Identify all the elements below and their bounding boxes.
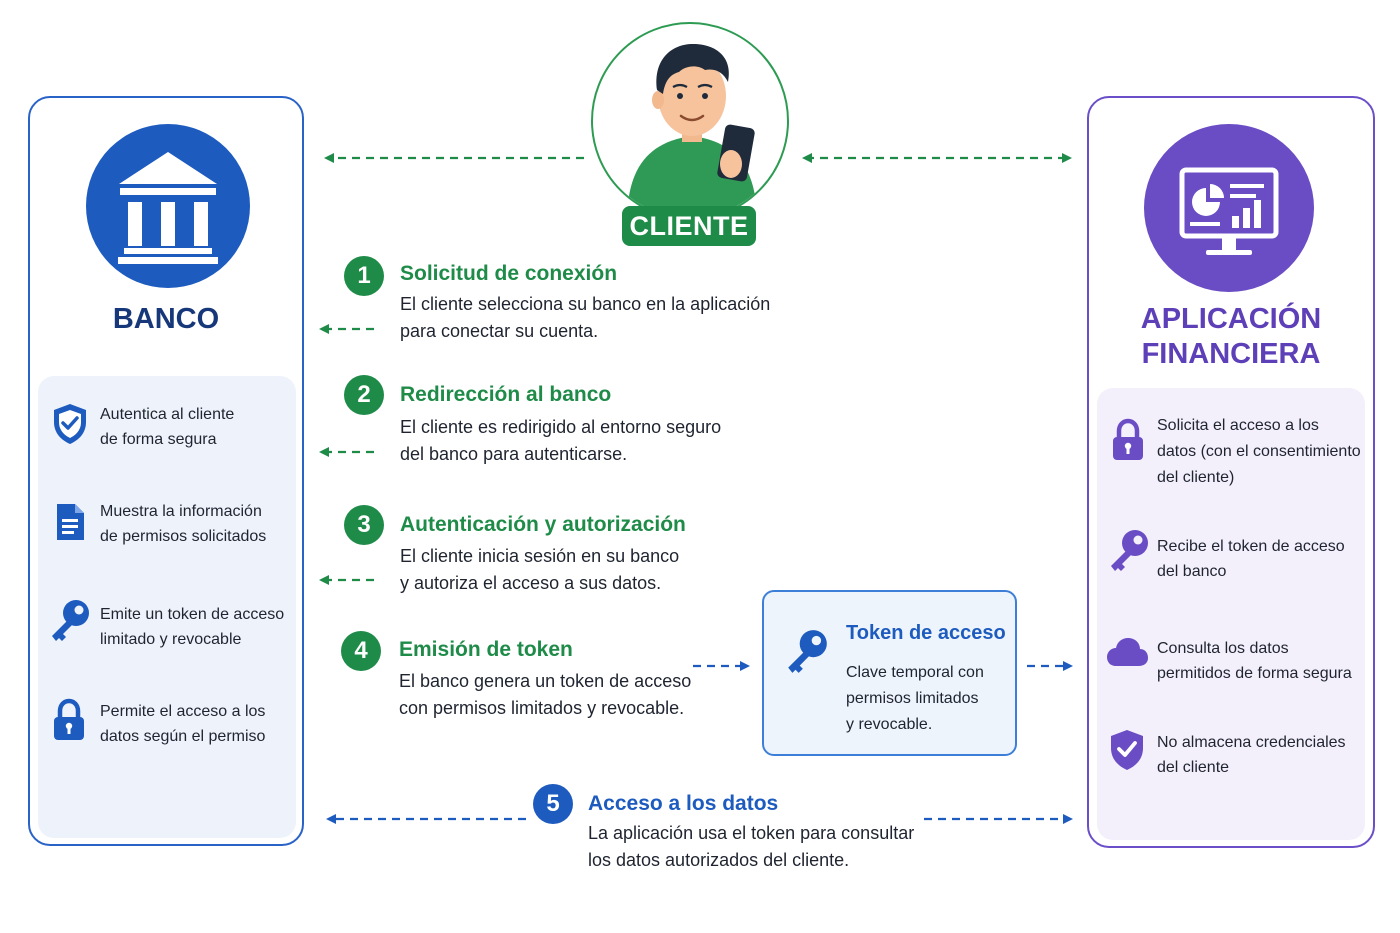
app-feature-1: Solicita el acceso a los datos (con el c… — [1157, 417, 1361, 486]
step-3-title: Autenticación y autorización — [400, 513, 686, 536]
step-1-description: El cliente selecciona su banco en la apl… — [400, 294, 771, 341]
step-4-title: Emisión de token — [399, 638, 573, 661]
bank-panel: BANCO Autentica al cliente de forma segu… — [28, 96, 304, 846]
step-1-number: 1 — [344, 256, 384, 296]
step-2-title: Redirección al banco — [400, 383, 612, 406]
bank-feature-3: Emite un token de acceso limitado y revo… — [100, 606, 285, 648]
key-icon — [48, 598, 92, 649]
key-icon — [784, 628, 830, 681]
cloud-icon — [1105, 636, 1149, 673]
lock-icon — [1111, 418, 1145, 467]
bank-features: Autentica al cliente de forma segura Mue… — [38, 376, 296, 838]
app-title: APLICACIÓN FINANCIERA — [1140, 303, 1322, 370]
shield-check-icon — [52, 402, 88, 451]
shield-check-icon — [1109, 728, 1145, 777]
step-2-description: El cliente es redirigido al entorno segu… — [400, 417, 722, 464]
bank-title: BANCO — [112, 303, 220, 335]
token-description: Clave temporal con permisos limitados y … — [846, 664, 984, 733]
key-icon — [1107, 528, 1151, 579]
app-feature-2: Recibe el token de acceso del banco — [1157, 538, 1345, 580]
bank-building-icon — [86, 124, 250, 288]
app-feature-3: Consulta los datos permitidos de forma s… — [1157, 640, 1352, 682]
app-features: Solicita el acceso a los datos (con el c… — [1097, 388, 1365, 840]
step-2-number: 2 — [344, 375, 384, 415]
token-title: Token de acceso — [846, 622, 1006, 644]
person-with-phone-icon — [627, 44, 757, 218]
step-3-number: 3 — [344, 505, 384, 545]
step-4-number: 4 — [341, 631, 381, 671]
bank-feature-1: Autentica al cliente de forma segura — [100, 406, 235, 448]
step-5-title: Acceso a los datos — [588, 792, 779, 815]
client-label: CLIENTE — [622, 206, 756, 246]
lock-icon — [52, 698, 86, 747]
bank-feature-2: Muestra la información de permisos solic… — [100, 503, 267, 545]
step-5-description: La aplicación usa el token para consulta… — [588, 823, 915, 870]
app-panel: APLICACIÓN FINANCIERA Solicita el acceso… — [1087, 96, 1375, 848]
app-feature-4: No almacena credenciales del cliente — [1157, 734, 1346, 776]
step-1-title: Solicitud de conexión — [400, 262, 618, 285]
document-icon — [54, 502, 86, 547]
client-avatar — [591, 22, 789, 220]
dashboard-monitor-icon — [1144, 124, 1314, 292]
step-5-number: 5 — [533, 784, 573, 824]
token-box: Token de acceso Clave temporal con permi… — [762, 590, 1017, 756]
bank-feature-4: Permite el acceso a los datos según el p… — [100, 703, 266, 745]
